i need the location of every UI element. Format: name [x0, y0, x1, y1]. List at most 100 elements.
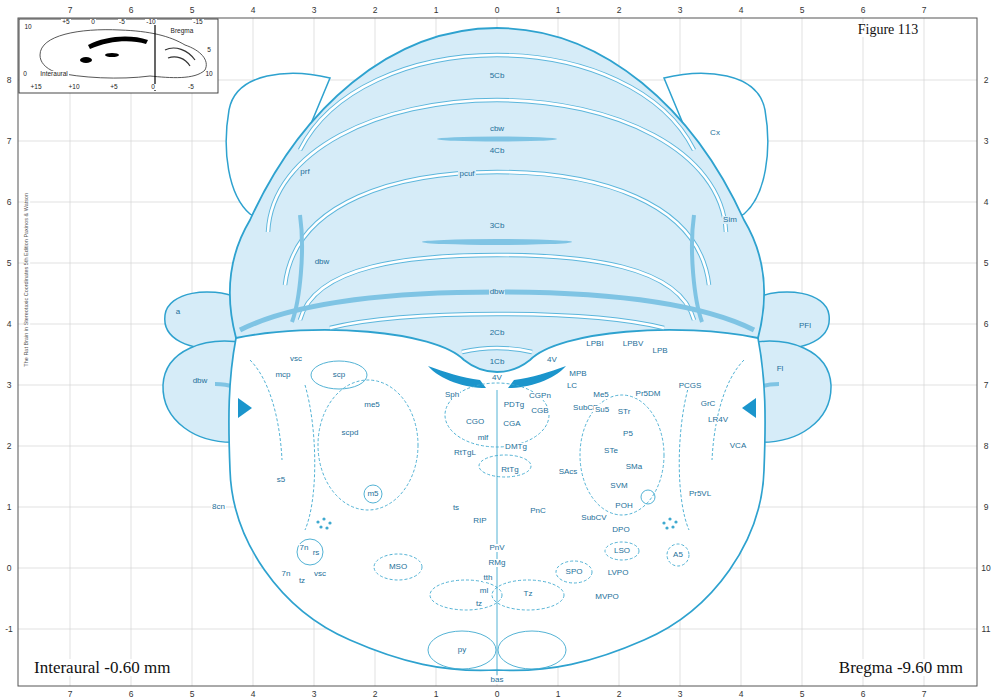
inset-label: -10 [145, 19, 156, 26]
inset-label: +15 [29, 84, 42, 91]
lateral-recess [238, 398, 252, 418]
axis-number: 5 [6, 259, 13, 268]
region-label: GrC [700, 400, 717, 408]
region-label: LPBV [622, 340, 644, 348]
region-label: DMTg [504, 443, 528, 451]
white-matter-band [692, 215, 702, 322]
fissure [462, 348, 532, 352]
fissure [285, 172, 709, 285]
white-matter-band [422, 239, 572, 245]
inset-label: 0 [90, 19, 96, 26]
region-label: 1Cb [489, 358, 506, 366]
region-label: ts [452, 504, 460, 512]
region-label: STr [617, 408, 632, 416]
coordinate-caption: Interaural -0.60 mm [33, 659, 171, 676]
region-label: mlf [477, 434, 490, 442]
region-label: POH [614, 502, 633, 510]
region-label: vsc [289, 355, 303, 363]
axis-number: 2 [372, 690, 379, 699]
inset-label: -15 [192, 19, 203, 26]
region-label: dbw [192, 377, 209, 385]
nucleus-outline [492, 580, 564, 610]
axis-number: 9 [983, 503, 990, 512]
coordinate-caption: Bregma -9.60 mm [838, 659, 964, 676]
dot [662, 521, 665, 524]
region-label: bas [490, 676, 505, 684]
axis-number: 5 [983, 259, 990, 268]
dot [671, 525, 674, 528]
axis-number: 0 [494, 690, 501, 699]
inset-callosum [88, 37, 148, 49]
frame [18, 18, 977, 686]
axis-number: 2 [983, 76, 990, 85]
region-label: PDTg [503, 401, 525, 409]
region-label: RtTg [500, 466, 519, 474]
region-label: CGB [530, 407, 549, 415]
region-label: dbw [314, 258, 331, 266]
fissure-cores [268, 55, 726, 352]
dot [328, 521, 331, 524]
fissure [285, 172, 709, 285]
region-label: 7n [299, 544, 310, 552]
region-label: SMa [625, 463, 643, 471]
axis-number: 5 [189, 690, 196, 699]
region-label: PFl [798, 322, 812, 330]
region-label: Me5 [592, 391, 610, 399]
dot [319, 525, 322, 528]
region-label: A5 [672, 551, 684, 559]
region-label: dbw [489, 288, 506, 296]
region-label: LPBI [585, 340, 604, 348]
axis-number: 3 [311, 690, 318, 699]
grid-line [924, 18, 925, 686]
grid-line [131, 18, 132, 686]
region-label: LVPO [607, 569, 630, 577]
axis-number: 6 [983, 320, 990, 329]
region-label: pcuf [458, 170, 475, 178]
region-label: Pr5DM [635, 390, 662, 398]
axis-number: -1 [4, 625, 14, 634]
axis-number: 3 [677, 6, 684, 15]
region-label: scp [332, 371, 346, 379]
axis-number: 6 [128, 6, 135, 15]
inset-label: 0 [22, 71, 28, 78]
axis-number: 4 [738, 690, 745, 699]
region-label: 4V [491, 374, 503, 382]
region-label: Sim [722, 216, 738, 224]
axis-number: 4 [738, 6, 745, 15]
nucleus-outline [318, 380, 418, 510]
region-label: Su5 [594, 406, 610, 414]
nucleus-outline [479, 455, 531, 477]
region-label: CGA [502, 420, 521, 428]
axis-number: 4 [6, 320, 13, 329]
pyramid-outline [428, 631, 496, 669]
region-label: tz [475, 600, 483, 608]
region-label: prf [299, 168, 310, 176]
axis-number: 7 [67, 690, 74, 699]
fissure-edges [268, 55, 726, 352]
lateral-recess [742, 398, 756, 418]
region-label: 3Cb [489, 222, 506, 230]
region-label: SPO [565, 568, 584, 576]
axis-number: 7 [921, 690, 928, 699]
region-label: 7n [281, 570, 292, 578]
inset-label: Bregma [170, 28, 195, 35]
white-matter-band [240, 292, 754, 330]
axis-number: 1 [555, 690, 562, 699]
region-label: MVPO [594, 593, 620, 601]
peduncle-outline [311, 361, 367, 389]
nucleus-outline [667, 544, 689, 566]
region-label: SVM [609, 482, 628, 490]
region-label: RIP [472, 517, 487, 525]
axis-number: 3 [311, 6, 318, 15]
axis-number: 0 [494, 6, 501, 15]
region-label: 2Cb [489, 329, 506, 337]
region-label: mcp [274, 371, 291, 379]
axis-number: 2 [6, 442, 13, 451]
fissure [300, 55, 694, 150]
region-label: ml [479, 587, 489, 595]
nerve-outline [297, 539, 323, 565]
region-label: SubCV [580, 514, 607, 522]
axis-number: 2 [616, 6, 623, 15]
region-label: LPB [651, 347, 668, 355]
region-label: s5 [276, 476, 286, 484]
